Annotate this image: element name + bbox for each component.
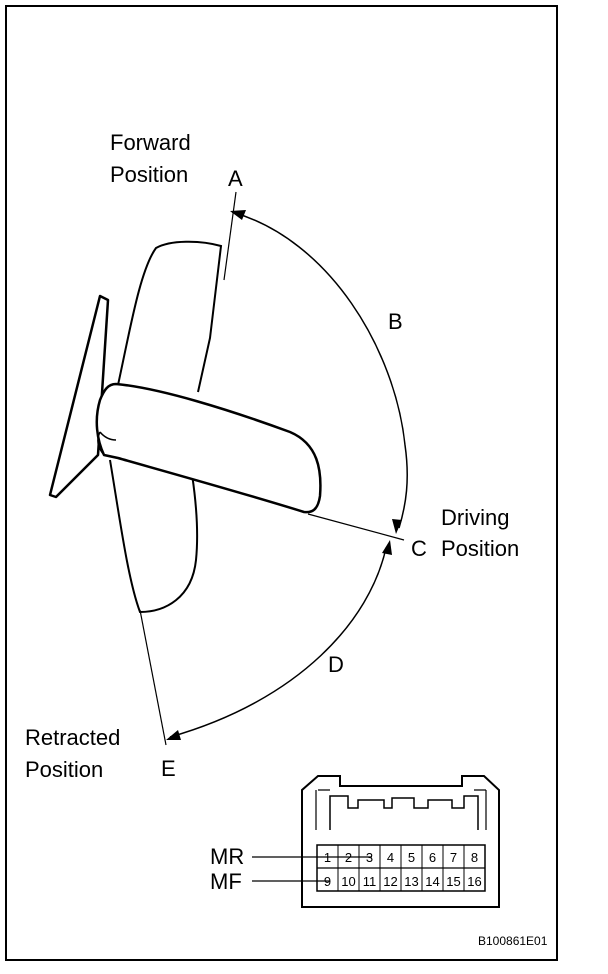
connector-pin-8: 8 xyxy=(471,850,478,865)
connector-pin-7: 7 xyxy=(450,850,457,865)
diagram-frame xyxy=(5,5,558,961)
driving-label-line1: Driving xyxy=(441,505,510,530)
mirror-retracted-outline xyxy=(109,439,199,614)
connector-latch-inner xyxy=(315,789,487,830)
figure-code: B100861E01 xyxy=(478,934,548,948)
connector-pin-6: 6 xyxy=(429,850,436,865)
forward-axis-line xyxy=(223,191,237,281)
mirror-forward-outline xyxy=(117,240,223,393)
mirror-base xyxy=(48,294,110,499)
mf-terminal-label: MF xyxy=(210,869,242,894)
connector-pin-16: 16 xyxy=(467,874,481,889)
connector-latch xyxy=(329,795,479,830)
forward-label-line2: Position xyxy=(110,162,189,187)
position-arc-upper xyxy=(231,211,408,529)
connector-pin-4: 4 xyxy=(387,850,394,865)
driving-axis-line xyxy=(307,513,405,541)
connector-pin-14: 14 xyxy=(425,874,439,889)
connector-pin-5: 5 xyxy=(408,850,415,865)
retracted-label-line1: Retracted xyxy=(25,725,121,750)
connector-pin-grid xyxy=(316,844,486,892)
retracted-axis-line xyxy=(139,609,167,746)
point-d-label: D xyxy=(328,652,344,677)
driving-label-line2: Position xyxy=(441,536,520,561)
mirror-driving xyxy=(95,382,322,514)
mirror-arm-joint xyxy=(97,431,117,456)
point-e-label: E xyxy=(161,756,176,781)
connector-pin-13: 13 xyxy=(404,874,418,889)
connector-pin-12: 12 xyxy=(383,874,397,889)
point-c-label: C xyxy=(411,536,427,561)
position-arc-lower xyxy=(169,547,387,738)
forward-label-line1: Forward xyxy=(110,130,191,155)
arrowhead-c-bottom xyxy=(382,540,392,555)
connector-pin-15: 15 xyxy=(446,874,460,889)
retracted-label-line2: Position xyxy=(25,757,104,782)
connector-pin-11: 11 xyxy=(363,874,377,889)
connector-pin-10: 10 xyxy=(341,874,355,889)
arrowhead-e xyxy=(166,730,181,740)
point-a-label: A xyxy=(228,166,243,191)
point-b-label: B xyxy=(388,309,403,334)
mr-terminal-label: MR xyxy=(210,844,245,869)
arrowhead-a xyxy=(230,210,246,220)
arrowhead-c-top xyxy=(392,519,402,534)
